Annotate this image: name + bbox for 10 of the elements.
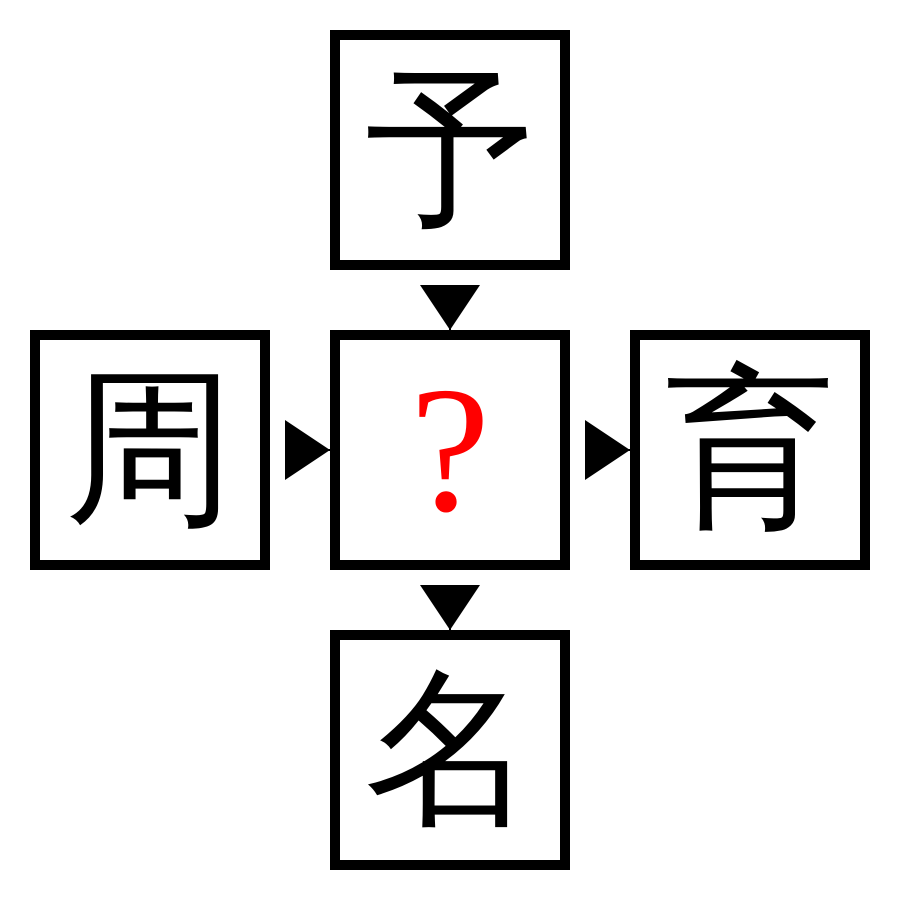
character-box <box>330 30 570 270</box>
character-box <box>330 630 570 870</box>
character-box <box>30 330 270 570</box>
kanji-character: 周 <box>65 355 235 546</box>
kanji-character: 名 <box>365 655 535 846</box>
kanji-character: 予 <box>365 55 535 246</box>
question-mark: ? <box>410 349 490 551</box>
character-box <box>330 330 570 570</box>
kanji-character: 育 <box>665 355 835 546</box>
character-box <box>630 330 870 570</box>
